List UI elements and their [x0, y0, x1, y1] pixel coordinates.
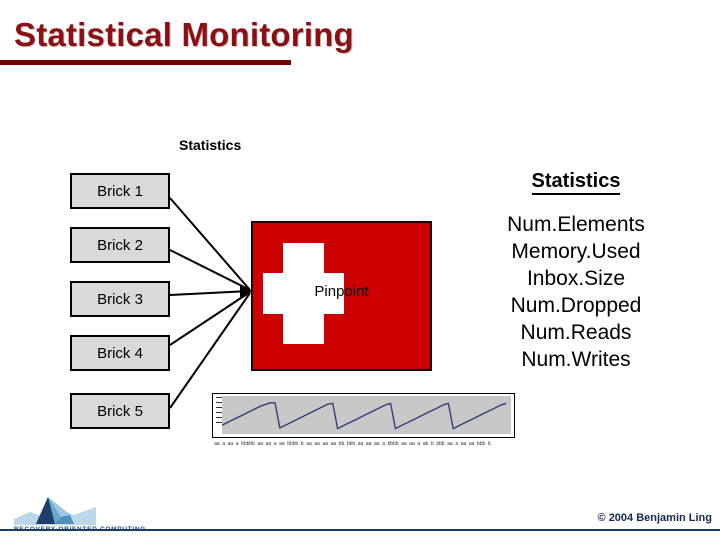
copyright-notice: © 2004 Benjamin Ling [597, 512, 712, 524]
brick-box-1[interactable]: Brick 1 [70, 173, 170, 209]
brick-box-3[interactable]: Brick 3 [70, 281, 170, 317]
brick-box-2[interactable]: Brick 2 [70, 227, 170, 263]
arrow-brick-5 [169, 292, 251, 409]
statistics-list-item: Memory.Used [511, 240, 641, 263]
statistics-list-item: Num.Elements [507, 213, 645, 236]
brick-box-1-label: Brick 1 [97, 182, 143, 200]
page-title: Statistical Monitoring [14, 16, 354, 53]
brick-box-4-label: Brick 4 [97, 344, 143, 362]
arrow-brick-2 [169, 249, 251, 291]
statistics-flow-caption: Statistics [179, 137, 242, 153]
sawtooth-chart-x-tick-labels: aa a aa a bbbbb aa aa a aa bbbb b aa aa … [214, 441, 491, 447]
pinpoint-label: Pinpoint [314, 283, 369, 300]
brick-box-5-label: Brick 5 [97, 402, 143, 420]
title-underline-rule [0, 60, 291, 65]
brick-box-5[interactable]: Brick 5 [70, 393, 170, 429]
sawtooth-chart-y-ticks [216, 397, 223, 433]
statistics-panel-heading-text: Statistics [531, 170, 621, 195]
arrow-brick-1 [169, 197, 251, 291]
brick-box-4[interactable]: Brick 4 [70, 335, 170, 371]
sawtooth-chart-line [221, 402, 507, 430]
statistics-list-item: Num.Writes [521, 348, 631, 371]
statistics-panel-heading: Statistics [432, 170, 720, 195]
arrow-brick-3 [169, 290, 251, 296]
statistics-list: Num.Elements Memory.Used Inbox.Size Num.… [432, 211, 720, 373]
statistics-list-item: Num.Reads [520, 321, 632, 344]
recovery-oriented-computing-logo-icon [14, 493, 96, 525]
pinpoint-cross-horizontal-icon [263, 273, 344, 314]
statistics-list-item: Num.Dropped [510, 294, 642, 317]
arrow-brick-4 [169, 291, 251, 346]
footer-rule [0, 529, 720, 531]
statistics-list-item: Inbox.Size [526, 267, 626, 290]
brick-box-3-label: Brick 3 [97, 290, 143, 308]
sawtooth-chart-plot-area [221, 396, 511, 434]
brick-box-2-label: Brick 2 [97, 236, 143, 254]
